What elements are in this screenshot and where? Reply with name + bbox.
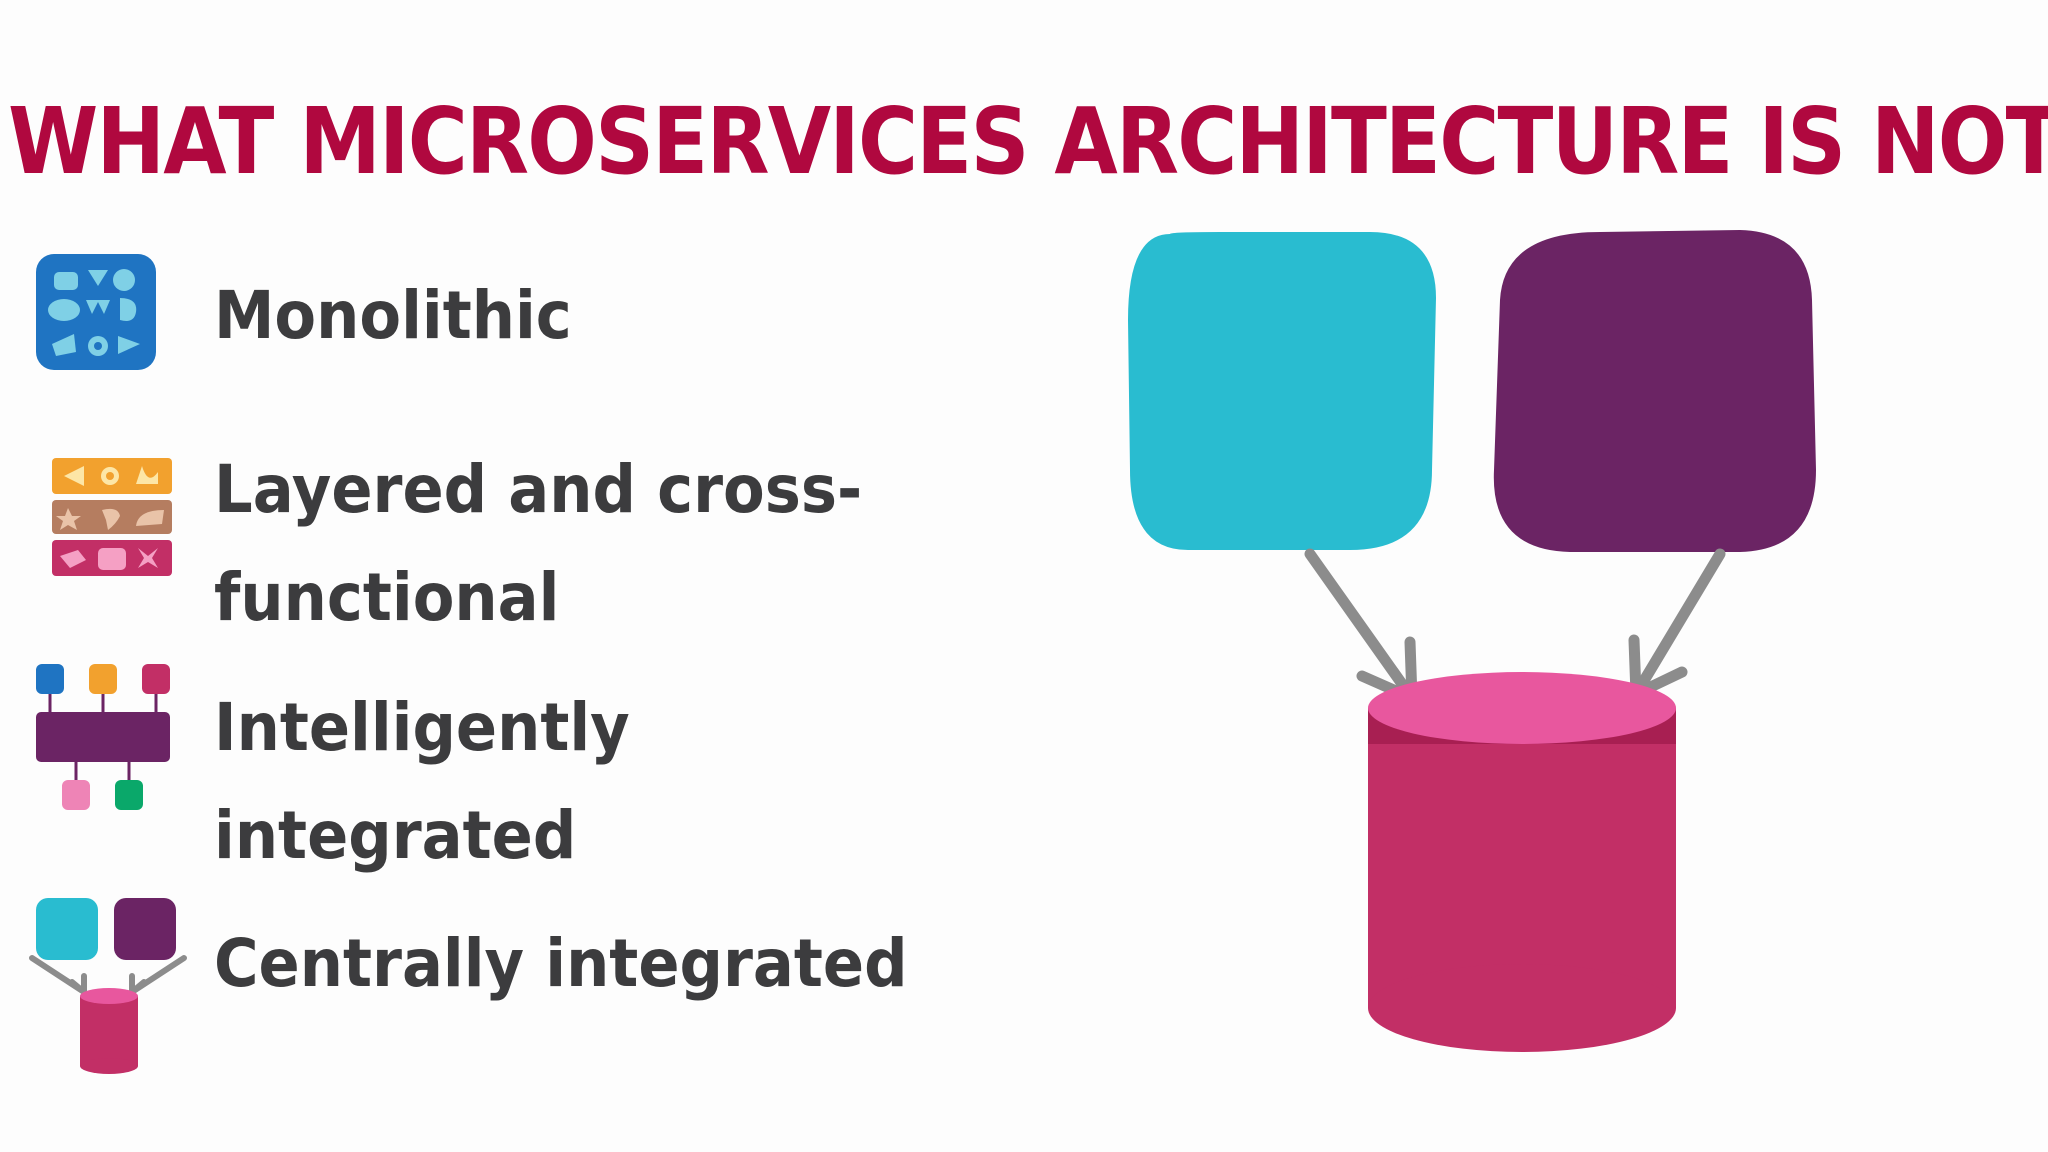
item-monolithic-label: Monolithic — [214, 277, 572, 354]
layered-icon — [52, 458, 172, 576]
item-intelligent-label-line1: Intelligently — [214, 689, 630, 766]
item-intelligent-label-line2: integrated — [214, 797, 577, 874]
item-central-label: Centrally integrated — [214, 925, 908, 1002]
item-layered-label-line1: Layered and cross- — [214, 451, 863, 528]
monolith-icon — [36, 254, 156, 370]
shared-database — [1368, 672, 1676, 1052]
arrow-left — [1304, 548, 1418, 704]
arrow-right — [1628, 548, 1726, 700]
intelligent-integration-icon — [36, 664, 170, 810]
central-integration-icon — [29, 898, 187, 1074]
central-integration-diagram — [1128, 230, 1816, 1052]
page-title: WHAT MICROSERVICES ARCHITECTURE IS NOT — [8, 88, 2048, 195]
item-layered-label-line2: functional — [214, 559, 560, 636]
service-b-block — [1493, 230, 1816, 552]
service-a-block — [1128, 232, 1436, 550]
